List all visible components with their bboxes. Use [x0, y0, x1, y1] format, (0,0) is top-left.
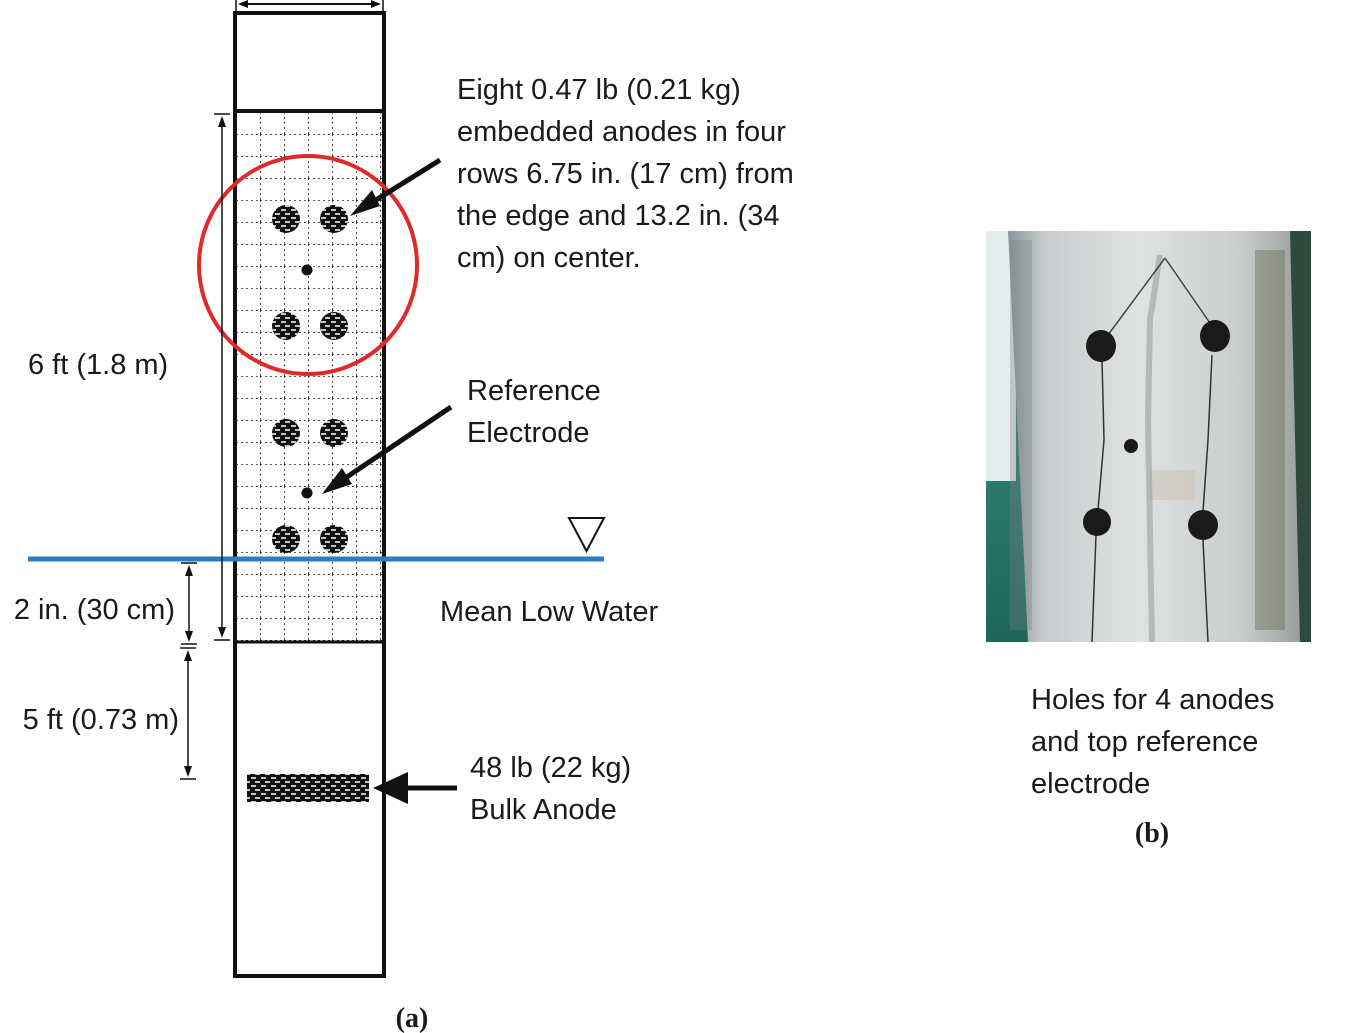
photo-crack	[1107, 257, 1166, 336]
photo-anode-hole	[1083, 508, 1111, 536]
note-line: Bulk Anode	[470, 794, 617, 826]
embedded-anode	[272, 312, 300, 340]
pile-jacket	[236, 112, 383, 642]
note-line: embedded anodes in four	[457, 116, 786, 148]
note-line: Electrode	[467, 417, 590, 449]
embedded-anode	[272, 525, 300, 553]
caption-line: Holes for 4 anodes	[1031, 684, 1274, 716]
pile-outline	[233, 11, 386, 978]
bulk-anode	[247, 774, 369, 802]
embedded-anode	[320, 419, 348, 447]
note-line: 48 lb (22 kg)	[470, 752, 631, 784]
photo-anode-hole	[1086, 330, 1116, 362]
reference-electrode-top	[301, 264, 313, 276]
jacket-height-label: 6 ft (1.8 m)	[28, 349, 168, 381]
bulk-anode-depth-label: 5 ft (0.73 m)	[23, 704, 179, 736]
note-line: Reference	[467, 375, 601, 407]
panel-a-caption: (a)	[396, 1003, 429, 1033]
photo-reference-hole	[1124, 439, 1138, 453]
embedded-anode	[320, 205, 348, 233]
pile-photo: Holes for 4 anodes and top reference ele…	[986, 231, 1311, 849]
caption-line: electrode	[1031, 768, 1150, 800]
jacket-height-dimension	[214, 113, 230, 641]
embedded-anode	[320, 525, 348, 553]
water-level-symbol	[567, 517, 606, 554]
note-line: the edge and 13.2 in. (34	[457, 200, 779, 232]
caption-line: and top reference	[1031, 726, 1258, 758]
water-level-label: Mean Low Water	[440, 596, 658, 628]
embedded-anode	[272, 205, 300, 233]
embedded-anodes	[272, 205, 348, 553]
reference-electrode-arrowhead	[322, 468, 352, 494]
photo-texture	[1010, 240, 1032, 630]
reference-electrode-note: Reference Electrode	[467, 375, 609, 449]
reference-electrode-bottom	[301, 487, 313, 499]
photo-crack	[1091, 534, 1097, 643]
top-width-dimension	[235, 0, 384, 12]
photo-caption-text: Holes for 4 anodes and top reference ele…	[1031, 684, 1283, 800]
bulk-anode-arrowhead	[373, 772, 408, 804]
photo-anode-hole	[1200, 320, 1230, 352]
reference-electrode-arrow	[333, 404, 453, 488]
photo-crack	[1164, 257, 1213, 327]
bulk-anode-depth-dimension	[180, 647, 196, 780]
bulk-anode-note: 48 lb (22 kg) Bulk Anode	[470, 752, 639, 826]
highlight-circle	[197, 154, 419, 376]
photo-crack	[1144, 254, 1163, 643]
embedded-anode	[272, 419, 300, 447]
embedded-anodes-note: Eight 0.47 lb (0.21 kg) embedded anodes …	[457, 74, 802, 274]
photo-crack	[1202, 539, 1209, 643]
below-water-label: 2 in. (30 cm)	[14, 594, 175, 626]
embedded-anode	[320, 312, 348, 340]
photo-texture	[1255, 250, 1285, 630]
below-water-dimension	[181, 562, 197, 645]
photo-anode-hole	[1188, 510, 1218, 540]
photo-texture	[1150, 470, 1195, 500]
note-line: Eight 0.47 lb (0.21 kg)	[457, 74, 741, 106]
panel-b-caption: (b)	[1135, 818, 1169, 849]
embedded-anode-arrowhead	[350, 190, 380, 216]
note-line: cm) on center.	[457, 242, 641, 274]
pile-diagram: Eight 0.47 lb (0.21 kg) embedded anodes …	[14, 0, 802, 1033]
photo-crack	[1097, 359, 1105, 511]
note-line: rows 6.75 in. (17 cm) from	[457, 158, 794, 190]
photo-crack	[1202, 354, 1213, 513]
